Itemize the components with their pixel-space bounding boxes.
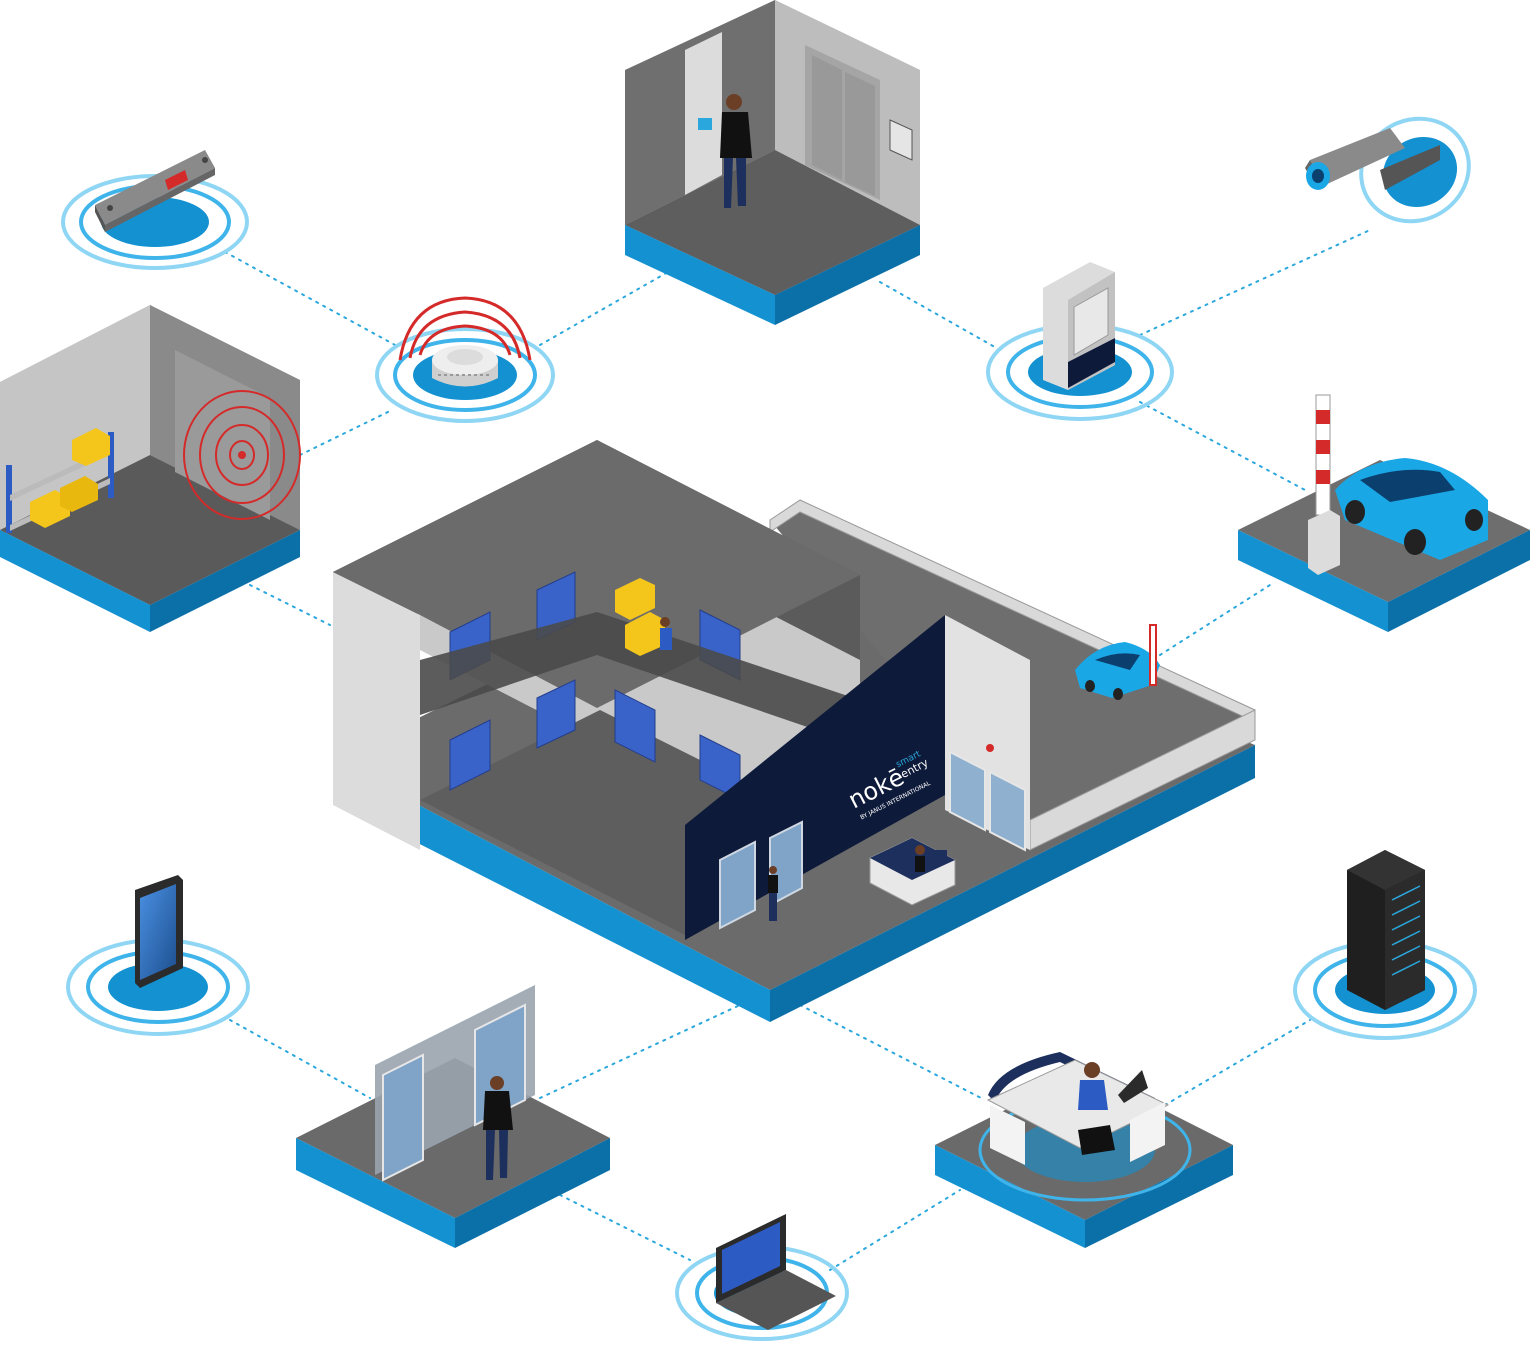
front-desk-icon bbox=[986, 1052, 1170, 1165]
front-desk-node[interactable] bbox=[935, 1052, 1233, 1248]
smartphone-node[interactable] bbox=[66, 875, 250, 1036]
server-rack-icon bbox=[1347, 850, 1425, 1010]
person-icon bbox=[768, 866, 778, 921]
security-camera-icon bbox=[1305, 128, 1440, 190]
car-icon bbox=[1075, 642, 1160, 700]
office-glass-doors bbox=[949, 750, 1026, 852]
smartphone-icon bbox=[135, 875, 183, 988]
connector-line bbox=[249, 584, 331, 626]
connector-line bbox=[1164, 1019, 1311, 1106]
connector-line bbox=[229, 1019, 371, 1099]
connector-line bbox=[299, 409, 393, 456]
laptop-node[interactable] bbox=[675, 1214, 849, 1341]
shelving-icon bbox=[6, 428, 114, 533]
car-icon bbox=[1335, 458, 1488, 560]
connector-line bbox=[829, 1189, 961, 1271]
connector-lines bbox=[224, 229, 1371, 1271]
connector-line bbox=[879, 281, 1001, 351]
gate-barrier-icon bbox=[1308, 394, 1340, 575]
connector-line bbox=[799, 1004, 986, 1101]
laptop-icon bbox=[716, 1214, 836, 1330]
server-node[interactable] bbox=[1293, 850, 1477, 1040]
connector-line bbox=[1139, 401, 1306, 491]
connector-line bbox=[539, 1004, 741, 1099]
keypad-icon bbox=[1043, 262, 1115, 390]
connector-line bbox=[1139, 229, 1371, 336]
connector-line bbox=[559, 1194, 691, 1261]
person-icon bbox=[720, 94, 752, 208]
balcony-railing bbox=[420, 612, 860, 745]
connector-line bbox=[224, 251, 396, 346]
keypad-node[interactable] bbox=[986, 262, 1174, 421]
door-lock-node[interactable] bbox=[61, 150, 249, 270]
connector-line bbox=[1159, 584, 1271, 656]
person-icon bbox=[483, 1076, 513, 1180]
connector-line bbox=[539, 271, 669, 346]
smoke-detector-icon bbox=[432, 345, 498, 387]
gate-node[interactable] bbox=[1238, 394, 1530, 632]
storage-doors-lower bbox=[449, 679, 741, 801]
reception-desk-icon bbox=[869, 837, 956, 906]
alarm-waves-icon bbox=[398, 296, 532, 361]
alarm-rings-icon bbox=[183, 390, 301, 520]
elevator-doors-icon bbox=[805, 45, 913, 200]
entrance-doors-node[interactable] bbox=[296, 985, 610, 1248]
lock-sensor-icon bbox=[95, 150, 215, 232]
storage-unit-node[interactable] bbox=[0, 305, 301, 632]
elevator-node[interactable] bbox=[625, 0, 920, 325]
storage-facility-main: nokē smart entry BY JANUS INTERNATIONAL bbox=[333, 440, 1256, 1022]
security-camera-node[interactable] bbox=[1305, 99, 1488, 241]
smoke-detector-node[interactable] bbox=[375, 296, 555, 423]
